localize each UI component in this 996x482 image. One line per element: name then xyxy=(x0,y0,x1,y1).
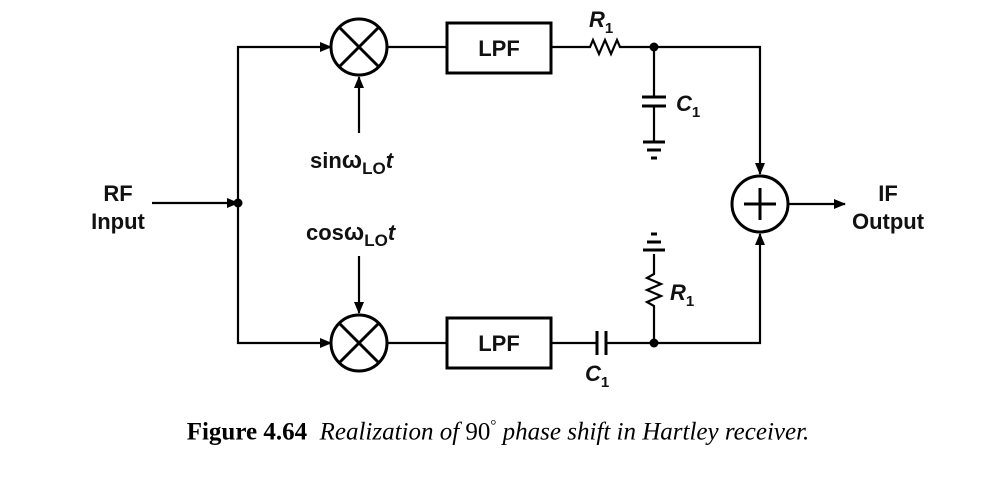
caption-text-before: Realization of xyxy=(319,418,466,446)
figure-number: Figure 4.64 xyxy=(186,418,308,446)
hartley-receiver-diagram: RF Input sinωLOt cosωLOt LPF LPF R1 xyxy=(91,7,925,391)
caption-angle: 90 xyxy=(465,418,491,446)
figure-caption: Figure 4.64 Realization of 90° phase shi… xyxy=(0,418,996,446)
bottom-c1-label: C1 xyxy=(585,361,609,391)
top-c1-label: C1 xyxy=(676,91,700,121)
bottom-shunt-resistor-r1 xyxy=(644,254,664,343)
adder-plus-icon xyxy=(730,174,790,234)
top-shunt-capacitor-c1 xyxy=(642,47,666,142)
svg-text:LPF: LPF xyxy=(478,36,520,61)
top-resistor-r1 xyxy=(551,37,654,57)
bottom-r1-label: R1 xyxy=(670,280,694,310)
bottom-ground-icon xyxy=(643,232,665,252)
sin-lo-label: sinωLOt xyxy=(310,147,395,178)
top-to-adder-wire xyxy=(654,45,765,175)
bottom-to-adder-wire xyxy=(654,233,765,345)
bottom-series-capacitor-c1 xyxy=(551,331,654,355)
bottom-path-wire xyxy=(236,203,332,348)
svg-text:Input: Input xyxy=(91,209,145,234)
top-lpf-block: LPF xyxy=(445,21,553,75)
rf-input-label: RF Input xyxy=(91,181,145,234)
top-path-wire xyxy=(236,42,332,203)
svg-text:Output: Output xyxy=(852,209,925,234)
svg-text:IF: IF xyxy=(878,181,898,206)
top-mixer xyxy=(329,17,389,77)
top-ground-icon xyxy=(643,140,665,160)
top-r1-label: R1 xyxy=(589,7,613,37)
bottom-lpf-block: LPF xyxy=(445,316,553,370)
caption-degree: ° xyxy=(490,418,497,434)
if-output-label: IF Output xyxy=(852,181,925,234)
svg-text:RF: RF xyxy=(103,181,132,206)
bottom-mixer xyxy=(329,313,389,373)
svg-text:LPF: LPF xyxy=(478,331,520,356)
caption-text-after: phase shift in Hartley receiver. xyxy=(496,418,810,446)
cos-lo-label: cosωLOt xyxy=(306,219,397,250)
